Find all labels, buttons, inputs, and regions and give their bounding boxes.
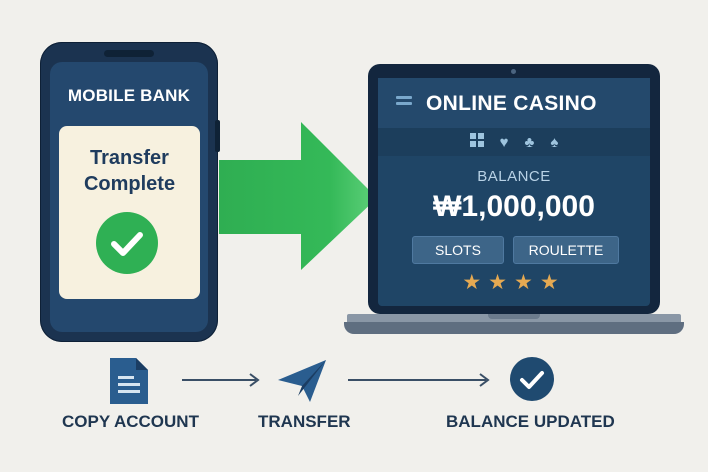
phone-speaker bbox=[104, 50, 154, 57]
document-icon bbox=[108, 356, 152, 411]
flow-arrow-2 bbox=[346, 372, 492, 393]
step-label-copy-account: COPY ACCOUNT bbox=[62, 412, 199, 431]
transfer-card-line1: Transfer bbox=[90, 147, 169, 169]
menu-icon[interactable] bbox=[396, 96, 412, 108]
balance-value: ₩1,000,000 bbox=[433, 190, 595, 223]
laptop-hinge-notch bbox=[488, 314, 540, 319]
heart-icon[interactable]: ♥ bbox=[499, 133, 509, 151]
step-label-balance-updated: BALANCE UPDATED bbox=[446, 412, 615, 431]
right-arrow-icon bbox=[219, 122, 379, 277]
spade-icon[interactable]: ♠ bbox=[550, 133, 559, 151]
grid-icon[interactable] bbox=[469, 133, 484, 151]
step-label-transfer: TRANSFER bbox=[258, 412, 351, 431]
balance-label: BALANCE bbox=[477, 168, 551, 185]
check-circle-icon bbox=[96, 212, 158, 274]
casino-title: ONLINE CASINO bbox=[426, 92, 597, 115]
casino-header bbox=[378, 78, 650, 129]
flow-arrow-1 bbox=[180, 372, 262, 393]
phone-app-title: MOBILE BANK bbox=[67, 86, 191, 105]
club-icon[interactable]: ♣ bbox=[524, 133, 535, 151]
paper-plane-icon bbox=[276, 356, 330, 411]
suit-icon-row: ♥ ♣ ♠ bbox=[378, 128, 650, 156]
balance-check-icon bbox=[509, 356, 555, 407]
rating-stars: ★★★★ bbox=[462, 271, 566, 294]
transfer-card-line2: Complete bbox=[83, 173, 176, 195]
laptop-base bbox=[344, 322, 684, 334]
phone-side-button bbox=[215, 120, 220, 152]
laptop-keyboard-deck bbox=[347, 314, 681, 324]
camera-dot bbox=[511, 69, 516, 74]
slots-button[interactable]: SLOTS bbox=[412, 236, 504, 264]
roulette-button[interactable]: ROULETTE bbox=[513, 236, 619, 264]
